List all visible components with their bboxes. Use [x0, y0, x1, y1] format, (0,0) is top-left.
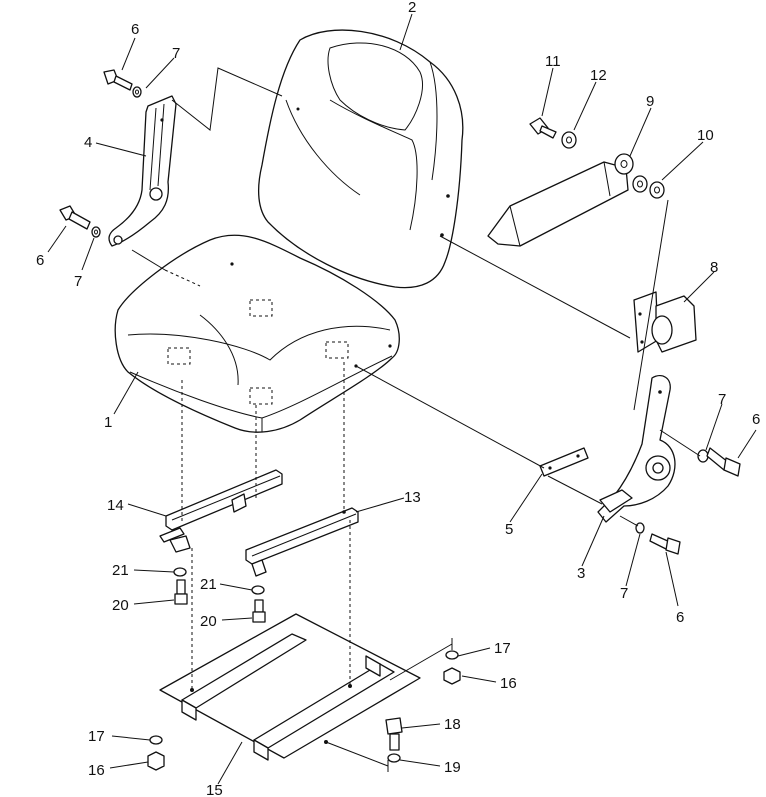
washer-17-right [445, 650, 459, 660]
bracket-left [108, 95, 177, 247]
base-plate-15 [159, 520, 453, 772]
bolt-6-bottom-right [649, 533, 681, 555]
callout-bolt-6-right: 6 [752, 411, 760, 428]
bolt-6-upper-left [103, 69, 133, 91]
washer-17-left [149, 735, 163, 745]
plate [539, 447, 589, 477]
rail-13 [245, 362, 359, 577]
bolt-18 [385, 717, 403, 751]
bolt-11 [529, 117, 557, 139]
callout-base-plate-15: 15 [206, 782, 223, 797]
washer-7-bottom-right [635, 522, 645, 534]
callout-bracket-left: 4 [84, 134, 92, 151]
bolt-6-lower-left [59, 205, 91, 230]
hinge [633, 291, 697, 353]
bolt-20-center [252, 599, 266, 623]
callout-plate: 5 [505, 521, 513, 538]
callout-washer-12: 12 [590, 67, 607, 84]
callout-nut-16-left: 16 [88, 762, 105, 779]
callout-bolt-20-left: 20 [112, 597, 129, 614]
callout-washer-9: 9 [646, 93, 654, 110]
callout-bolt-18: 18 [444, 716, 461, 733]
callout-washer-7-right: 7 [718, 391, 726, 408]
callout-hinge: 8 [710, 259, 718, 276]
callout-rail-14: 14 [107, 497, 124, 514]
callout-bracket-right: 3 [577, 565, 585, 582]
callout-rail-13: 13 [404, 489, 421, 506]
callout-washer-7-upper-left: 7 [172, 45, 180, 62]
washer-12 [561, 131, 577, 149]
seat-back [257, 29, 464, 289]
washer-7-upper-left [132, 86, 142, 98]
washer-9 [614, 153, 634, 175]
washer-7-lower-left [91, 226, 101, 238]
callout-seat-back: 2 [408, 0, 416, 16]
rail-14 [159, 380, 283, 553]
callout-bolt-6-bottom-right: 6 [676, 609, 684, 626]
nut-16-right [443, 667, 461, 685]
washer-10 [632, 175, 665, 199]
callout-washer-21-left: 21 [112, 562, 129, 579]
washer-19 [387, 753, 401, 763]
seat-cushion [114, 234, 400, 433]
leader-lines [47, 13, 757, 785]
callout-nut-16-right: 16 [500, 675, 517, 692]
armrest [487, 161, 629, 247]
callout-washer-7-bottom-right: 7 [620, 585, 628, 602]
callout-washer-7-lower-left: 7 [74, 273, 82, 290]
callout-washer-21-center: 21 [200, 576, 217, 593]
callout-bolt-6-upper-left: 6 [131, 21, 139, 38]
bolt-20-left [174, 579, 188, 605]
callout-seat-cushion: 1 [104, 414, 112, 431]
callout-bolt-11: 11 [545, 53, 561, 70]
bolt-6-right [706, 447, 741, 477]
washer-21-center [251, 585, 265, 595]
bracket-right [597, 375, 676, 523]
callout-washer-10: 10 [697, 127, 714, 144]
callout-bolt-6-lower-left: 6 [36, 252, 44, 269]
callout-washer-17-left: 17 [88, 728, 105, 745]
nut-16-left [147, 751, 165, 771]
callout-bolt-20-center: 20 [200, 613, 217, 630]
washer-21-left [173, 567, 187, 577]
callout-washer-17-right: 17 [494, 640, 511, 657]
callout-washer-19: 19 [444, 759, 461, 776]
